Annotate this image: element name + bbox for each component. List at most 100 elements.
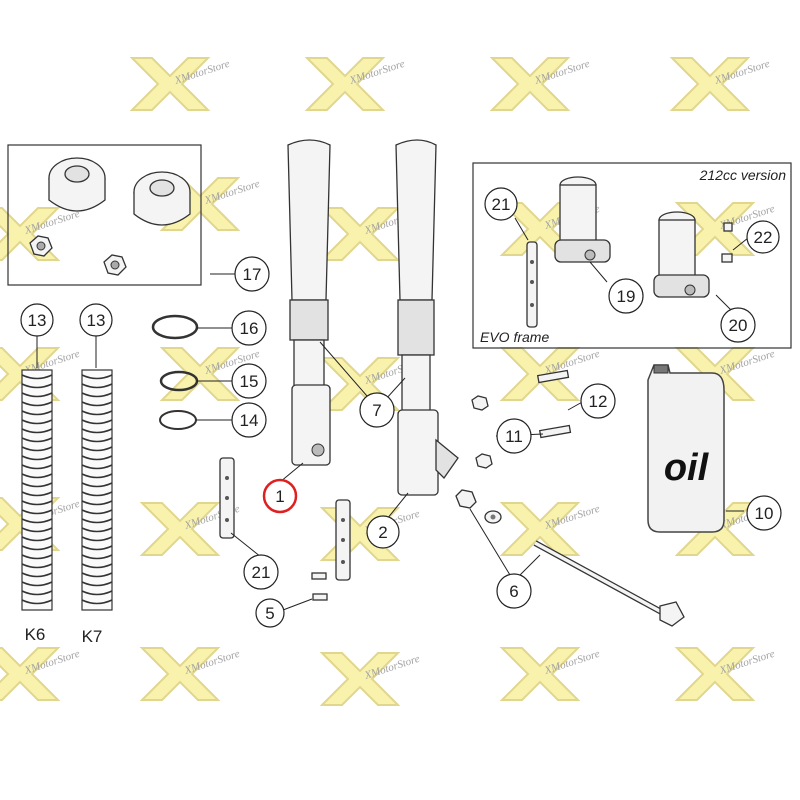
watermark-logo xyxy=(131,56,233,111)
svg-text:10: 10 xyxy=(755,504,774,523)
svg-text:13: 13 xyxy=(87,311,106,330)
svg-text:15: 15 xyxy=(240,372,259,391)
spring-coil xyxy=(21,590,53,596)
spring-coil xyxy=(81,509,113,515)
spring-coil xyxy=(21,392,53,398)
o-ring-part xyxy=(151,314,199,340)
spring-coil xyxy=(21,428,53,434)
callout-5: 5 xyxy=(255,598,285,628)
callout-13-left: 13 xyxy=(20,303,54,337)
spring-coil xyxy=(21,464,53,470)
spring-coil xyxy=(81,473,113,479)
spring-k7-part xyxy=(81,369,113,611)
mounting-bracket-part xyxy=(219,457,235,539)
spring-coil xyxy=(21,599,53,605)
callout-17: 17 xyxy=(234,256,270,292)
callout-11: 11 xyxy=(496,418,532,454)
spring-coil xyxy=(81,446,113,452)
svg-text:17: 17 xyxy=(243,265,262,284)
spring-coil xyxy=(81,599,113,605)
spring-coil xyxy=(21,455,53,461)
svg-text:6: 6 xyxy=(509,582,518,601)
inset-212cc-clamps: 212cc version EVO frame xyxy=(472,162,792,349)
spring-coil xyxy=(21,563,53,569)
fork-leg-right-part xyxy=(395,139,459,496)
axle-part xyxy=(533,540,685,627)
spring-coil xyxy=(21,383,53,389)
spring-coil xyxy=(81,491,113,497)
spring-coil xyxy=(81,545,113,551)
watermark-logo xyxy=(501,646,603,701)
inset-fork-caps xyxy=(7,144,202,286)
clamp-bracket-part xyxy=(526,241,538,328)
svg-text:5: 5 xyxy=(265,604,274,623)
fork-leg-left-part xyxy=(287,139,331,466)
watermark-logo xyxy=(306,56,408,111)
spring-coil xyxy=(81,482,113,488)
watermark-logo xyxy=(0,646,83,701)
svg-text:7: 7 xyxy=(372,401,381,420)
spring-coil xyxy=(21,482,53,488)
spring-coil xyxy=(21,410,53,416)
watermark-logo xyxy=(676,646,778,701)
spring-coil xyxy=(81,437,113,443)
svg-text:14: 14 xyxy=(240,411,259,430)
nut-part xyxy=(29,235,53,257)
fork-cap-part xyxy=(133,171,191,226)
spring-coil xyxy=(21,446,53,452)
brake-caliper-mount-part xyxy=(554,176,611,263)
spring-coil xyxy=(21,374,53,380)
svg-text:13: 13 xyxy=(28,311,47,330)
nut-part xyxy=(103,254,127,276)
spring-coil xyxy=(81,392,113,398)
spring-coil xyxy=(21,500,53,506)
callout-15: 15 xyxy=(231,363,267,399)
callout-16: 16 xyxy=(231,310,267,346)
oil-label: oil xyxy=(664,447,710,489)
spring-coil xyxy=(81,590,113,596)
watermark-logo xyxy=(491,56,593,111)
bolt-part xyxy=(721,222,733,263)
o-ring-part xyxy=(159,410,197,430)
spring-coil xyxy=(81,401,113,407)
watermark-logo xyxy=(501,501,603,556)
spring-coil xyxy=(21,491,53,497)
svg-text:16: 16 xyxy=(240,319,259,338)
spring-coil xyxy=(81,536,113,542)
spring-k6-part xyxy=(21,369,53,611)
callout-14: 14 xyxy=(231,402,267,438)
washer-part xyxy=(484,510,502,524)
fork-cap-part xyxy=(48,157,106,212)
spring-coil xyxy=(21,518,53,524)
spring-coil xyxy=(21,554,53,560)
watermark-logo xyxy=(321,651,423,706)
svg-text:20: 20 xyxy=(729,316,748,335)
svg-text:1: 1 xyxy=(275,487,284,506)
svg-text:22: 22 xyxy=(754,228,773,247)
nut-part xyxy=(455,395,493,509)
callout-1-highlighted: 1 xyxy=(262,478,298,514)
callout-20: 20 xyxy=(720,307,756,343)
callout-12: 12 xyxy=(580,383,616,419)
spring-coil xyxy=(81,563,113,569)
spring-coil xyxy=(21,509,53,515)
screw-part xyxy=(311,572,328,601)
callout-22: 22 xyxy=(746,220,780,254)
inset-frame xyxy=(7,144,202,286)
callout-10: 10 xyxy=(746,495,782,531)
spring-coil xyxy=(81,383,113,389)
svg-text:21: 21 xyxy=(492,195,511,214)
watermark-logo xyxy=(141,646,243,701)
spring-coil xyxy=(81,527,113,533)
svg-text:11: 11 xyxy=(505,427,523,446)
svg-text:12: 12 xyxy=(589,392,608,411)
spring-label-k6: K6 xyxy=(25,625,46,644)
spring-coil xyxy=(21,473,53,479)
spring-coil xyxy=(81,374,113,380)
bolt-part xyxy=(536,369,572,439)
svg-text:2: 2 xyxy=(378,523,387,542)
callout-21-upper: 21 xyxy=(484,187,518,221)
callout-2: 2 xyxy=(366,515,400,549)
spring-coil xyxy=(81,572,113,578)
